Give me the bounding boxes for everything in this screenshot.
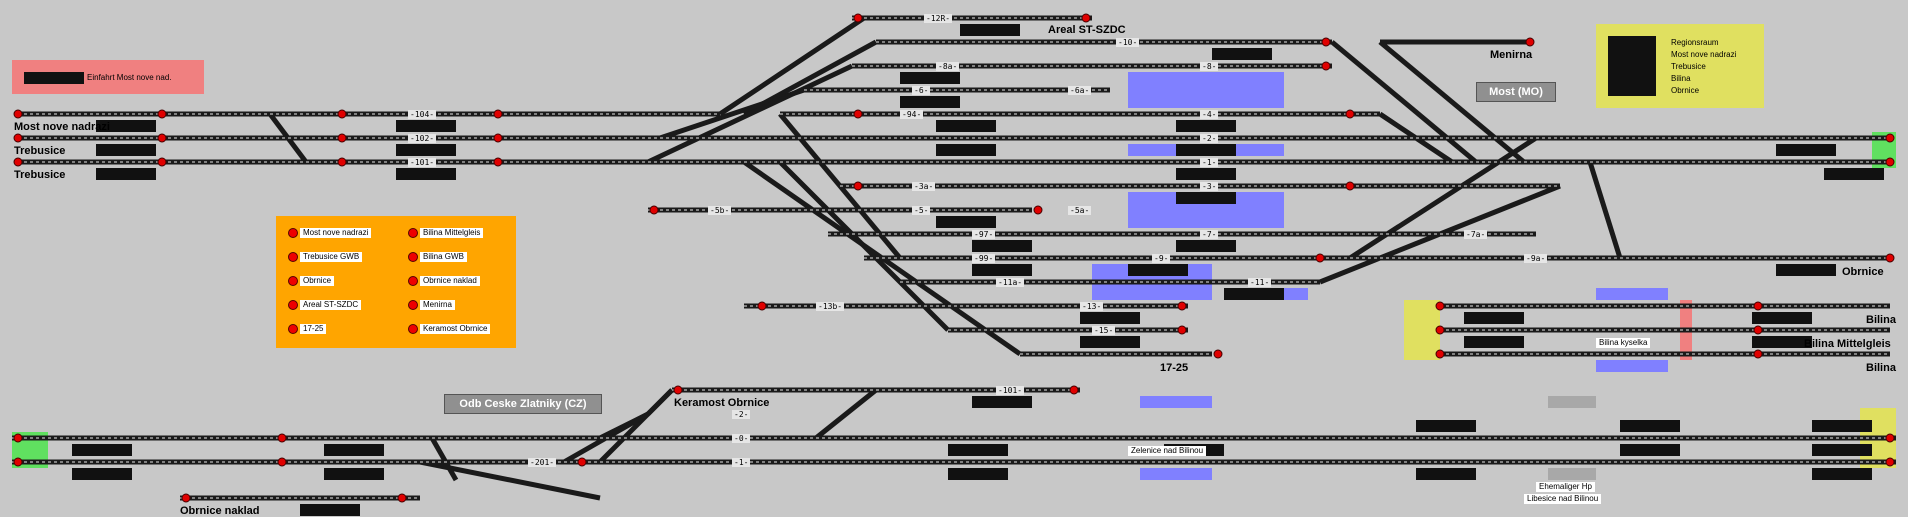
legend-orange-1[interactable]: Bilina Mittelgleis (420, 228, 484, 238)
station-bilina-mittelgleis: Bilina Mittelgleis (1804, 338, 1891, 350)
legend-orange-4[interactable]: Obrnice (300, 276, 335, 286)
legend-orange-dot-5[interactable] (408, 276, 418, 286)
einfahrt-label[interactable]: Einfahrt Most nove nad. (84, 73, 175, 83)
track-5b: -5b- (708, 206, 732, 215)
station-bilina-2: Bilina (1866, 362, 1896, 374)
track-4: -4- (1200, 110, 1219, 119)
legend-orange-dot-1[interactable] (408, 228, 418, 238)
station-menirna: Menirna (1490, 49, 1533, 61)
track-b201: -201- (528, 458, 557, 467)
track-11a: -11a- (996, 278, 1025, 287)
legend-orange-dot-8[interactable] (288, 324, 298, 334)
track-6: -6- (912, 86, 931, 95)
track-1: -1- (1200, 158, 1219, 167)
track-b1: -1- (732, 458, 751, 467)
track-5a: -5a- (1068, 206, 1092, 215)
track-8: -8- (1200, 62, 1219, 71)
legend-orange-dot-4[interactable] (288, 276, 298, 286)
track-2: -2- (1200, 134, 1219, 143)
legend-orange-9[interactable]: Keramost Obrnice (420, 324, 491, 334)
track-8a: -8a- (936, 62, 960, 71)
track-15: -15- (1092, 326, 1116, 335)
legend-right-1[interactable]: Most nove nadrazi (1668, 50, 1740, 60)
legend-orange-8[interactable]: 17-25 (300, 324, 327, 334)
legend-right-3[interactable]: Bilina (1668, 74, 1694, 84)
track-3a: -3a- (912, 182, 936, 191)
track-11: -11- (1248, 278, 1272, 287)
track-94: -94- (900, 110, 924, 119)
station-trebusice-1: Trebusice (14, 145, 66, 157)
station-trebusice-2: Trebusice (14, 169, 66, 181)
train-number-fields[interactable] (24, 24, 1884, 516)
legend-right-0[interactable]: Regionsraum (1668, 38, 1722, 48)
track-7: -7- (1200, 230, 1219, 239)
gray-platform-2 (1548, 468, 1596, 480)
legend-orange-6[interactable]: Areal ST-SZDC (300, 300, 362, 310)
track-9a: -9a- (1524, 254, 1548, 263)
legend-orange-5[interactable]: Obrnice naklad (420, 276, 480, 286)
legend-orange-2[interactable]: Trebusice GWB (300, 252, 363, 262)
signals[interactable] (13, 13, 1895, 503)
legend-right-4[interactable]: Obrnice (1668, 86, 1703, 96)
track-b0: -0- (732, 434, 751, 443)
yellow-bilina-left (1404, 300, 1440, 360)
track-97: -97- (972, 230, 996, 239)
track-10: -10- (1116, 38, 1140, 47)
station-odb-ceske[interactable]: Odb Ceske Zlatniky (CZ) (444, 394, 602, 414)
track-b2: -2- (732, 410, 751, 419)
track-12r: -12R- (924, 14, 953, 23)
station-areal: Areal ST-SZDC (1048, 24, 1126, 36)
legend-orange-dot-9[interactable] (408, 324, 418, 334)
track-13: -13- (1080, 302, 1104, 311)
legend-orange-7[interactable]: Menirna (420, 300, 455, 310)
station-most-nove-nadrazi: Most nove nadrazi (14, 121, 110, 133)
station-obrnice-naklad: Obrnice naklad (180, 505, 260, 517)
track-104: -104- (408, 110, 437, 119)
track-99: -99- (972, 254, 996, 263)
legend-orange-dot-0[interactable] (288, 228, 298, 238)
track-102: -102- (408, 134, 437, 143)
station-obrnice: Obrnice (1842, 266, 1884, 278)
track-b101: -101- (996, 386, 1025, 395)
station-keramost: Keramost Obrnice (674, 397, 770, 409)
track-6a: -6a- (1068, 86, 1092, 95)
legend-orange-dot-3[interactable] (408, 252, 418, 262)
legend-orange-dot-7[interactable] (408, 300, 418, 310)
track-7a: -7a- (1464, 230, 1488, 239)
station-1725: 17-25 (1160, 362, 1189, 374)
gray-platform-1 (1548, 396, 1596, 408)
station-ehemaliger: Ehemaliger Hp (1536, 482, 1595, 492)
legend-orange-dot-6[interactable] (288, 300, 298, 310)
track-ties (12, 17, 1896, 499)
track-101: -101- (408, 158, 437, 167)
track-13b: -13b- (816, 302, 845, 311)
legend-orange-0[interactable]: Most nove nadrazi (300, 228, 372, 238)
station-zelenice: Zelenice nad Bilinou (1128, 446, 1207, 456)
station-most-mo[interactable]: Most (MO) (1476, 82, 1556, 102)
station-libesice: Libesice nad Bilinou (1524, 494, 1602, 504)
station-bilina-1: Bilina (1866, 314, 1896, 326)
legend-orange-3[interactable]: Bilina GWB (420, 252, 467, 262)
legend-right-2[interactable]: Trebusice (1668, 62, 1709, 72)
legend-orange-dot-2[interactable] (288, 252, 298, 262)
station-bilina-kyselka: Bilina kyselka (1596, 338, 1651, 348)
track-9: -9- (1152, 254, 1171, 263)
track-5: -5- (912, 206, 931, 215)
track-3: -3- (1200, 182, 1219, 191)
